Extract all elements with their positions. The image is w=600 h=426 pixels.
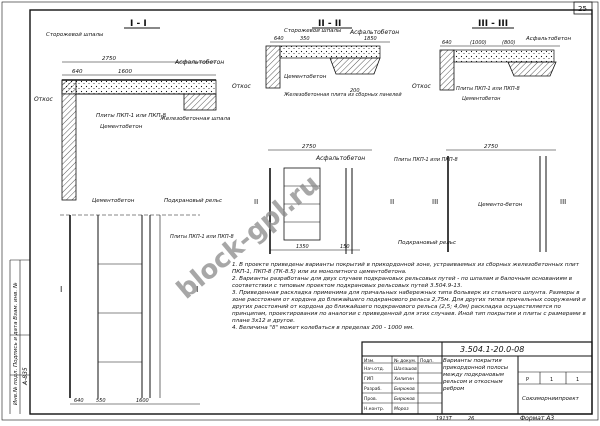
plan-left: Цементобетон Подкрановый рельс I I Плиты… [60, 198, 234, 405]
section-title-2: II - II [318, 19, 341, 29]
sleeper-2 [329, 57, 381, 75]
format-label: Формат А3 [520, 415, 554, 422]
label-asfaltobeton-3: Асфальтобетон [525, 36, 572, 42]
inv-number: 1913Т [436, 416, 453, 422]
wall-2 [265, 45, 281, 89]
page-number-box [573, 1, 593, 15]
mark-II-right: II [390, 198, 394, 206]
label-otkos-3: Откос [412, 83, 432, 90]
title-block: Изм. № докум. Подп. Нач.отд. Шалашов ГИП… [361, 341, 593, 422]
side-label: Инв.№ подл. Подпись и дата Взам. инв. № [13, 282, 19, 405]
label-asfaltobeton-plan: Асфальтобетон [315, 155, 365, 162]
label-zhelezobeton: Железобетонная шпала [159, 116, 231, 122]
tb-role-3: Пров. [364, 396, 377, 402]
section-3-3: III - III Асфальтобетон 640 (1000) (800)… [412, 19, 572, 102]
notes-block: 1. В проекте приведены варианты покрытий… [232, 262, 586, 331]
beam-hatch [183, 93, 217, 111]
tb-name-4: Мороз [394, 406, 409, 412]
label-cementobeton-2: Цементобетон [284, 74, 327, 80]
tb-name-3: Бирюков [394, 396, 415, 402]
tb-sheet: 1 [550, 377, 553, 383]
label-plity-plan-2: Плиты ПКП-1 или ПКП-8 [394, 157, 458, 163]
label-plity-plan: Плиты ПКП-1 или ПКП-8 [170, 234, 234, 240]
section-2-2: II - II Сторожевой шпалы Асфальтобетон 6… [232, 19, 402, 98]
dim-200: 200 [350, 88, 360, 94]
dim-1600-a: 1600 [118, 69, 132, 75]
section-title-1: I - I [130, 19, 147, 29]
inner-frame [29, 9, 593, 415]
dim-150: 150 [340, 244, 350, 250]
label-storozhevoy: Сторожевой шпалы [46, 32, 104, 38]
dim-1350: 1350 [296, 244, 309, 250]
dim-2750-a: 2750 [102, 56, 116, 62]
tb-role-2: Разраб. [364, 386, 382, 392]
plan-right: 2750 Цементо-бетон III III [432, 144, 566, 252]
col-doc: № докум. [394, 358, 416, 364]
dim-800: (800) [502, 40, 515, 46]
dim-1600-plan: 1600 [136, 398, 149, 404]
mark-III-right: III [560, 198, 566, 206]
tb-title: Варианты покрытия прикордонной полосы ме… [443, 358, 509, 392]
note-3: 3. Приведенная раскладка применима для п… [232, 290, 586, 324]
tb-name-0: Шалашов [394, 366, 417, 372]
label-asfaltobeton-2: Асфальтобетон [349, 29, 399, 36]
side-code: А-835 [22, 367, 29, 386]
tb-code: 3.504.1-20.0-08 [460, 345, 524, 354]
note-2: 2. Варианты разработаны для двух случаев… [232, 276, 573, 289]
dim-550: 550 [96, 398, 106, 404]
dim-1850: 1850 [364, 36, 377, 42]
label-zhb-plita: Железобетонная плита из сборных панелей [283, 92, 402, 98]
mark-I-right: I [196, 285, 198, 294]
label-plity-3: Плиты ПКП-1 или ПКП-8 [456, 86, 520, 92]
label-cementobeton-4: Цементо-бетон [478, 202, 523, 208]
section-1-1: I - I Сторожевой шпалы Асфальтобетон Отк… [34, 19, 231, 201]
dim-2750-b: 2750 [302, 144, 316, 150]
note-4: 4. Величина "δ" может колебаться в преде… [232, 325, 414, 331]
tb-stage: Р [526, 377, 529, 383]
col-izm: Изм. [364, 358, 375, 364]
note-1: 1. В проекте приведены варианты покрытий… [232, 262, 579, 275]
label-plity: Плиты ПКП-1 или ПКП-8 [96, 113, 167, 119]
label-cementobeton-3: Цементобетон [462, 96, 501, 102]
tb-name-1: Хилигин [393, 376, 414, 382]
binding-strip: Инв.№ подл. Подпись и дата Взам. инв. № … [9, 259, 30, 414]
dim-350: 350 [300, 36, 310, 42]
label-otkos-2: Откос [232, 83, 252, 90]
mark-I-left: I [60, 285, 62, 294]
section-title-3: III - III [478, 19, 508, 29]
code-small: 26 [468, 416, 474, 422]
dim-2750-c: 2750 [484, 144, 498, 150]
label-asfaltobeton: Асфальтобетон [174, 59, 224, 66]
dim-640-plan: 640 [74, 398, 84, 404]
wall-3 [439, 49, 455, 91]
tb-role-4: Н.контр. [364, 406, 384, 412]
dim-1000: (1000) [470, 40, 487, 46]
tb-name-2: Бирюков [394, 386, 415, 392]
plan-middle: 2750 Асфальтобетон Плиты ПКП-1 или ПКП-8… [254, 144, 458, 254]
label-cementobeton: Цементобетон [100, 124, 143, 130]
label-otkos: Откос [34, 96, 54, 103]
mark-II-left: II [254, 198, 258, 206]
pavement-layer [61, 79, 217, 95]
col-sign: Подп. [420, 358, 434, 364]
label-podkranovy-2: Подкрановый рельс [398, 240, 456, 246]
sleeper-3 [507, 61, 557, 77]
dim-640-b: 640 [274, 36, 284, 42]
dim-640-c: 640 [442, 40, 452, 46]
tb-sheets: 1 [576, 377, 579, 383]
wall-hatch [61, 79, 77, 201]
tb-role-0: Нач.отд. [364, 366, 384, 372]
mark-III-left: III [432, 198, 438, 206]
label-storozhevoy-2: Сторожевой шпалы [284, 28, 342, 34]
dim-640-a: 640 [72, 69, 83, 75]
tb-org: Союзморниипроект [522, 396, 580, 402]
label-podkranovy: Подкрановый рельс [164, 198, 222, 204]
pavement-3 [453, 49, 555, 63]
label-cementobeton-plan: Цементобетон [92, 198, 135, 204]
tb-role-1: ГИП [364, 376, 374, 382]
pavement-2 [279, 45, 381, 59]
page-number: 25 [578, 5, 587, 13]
